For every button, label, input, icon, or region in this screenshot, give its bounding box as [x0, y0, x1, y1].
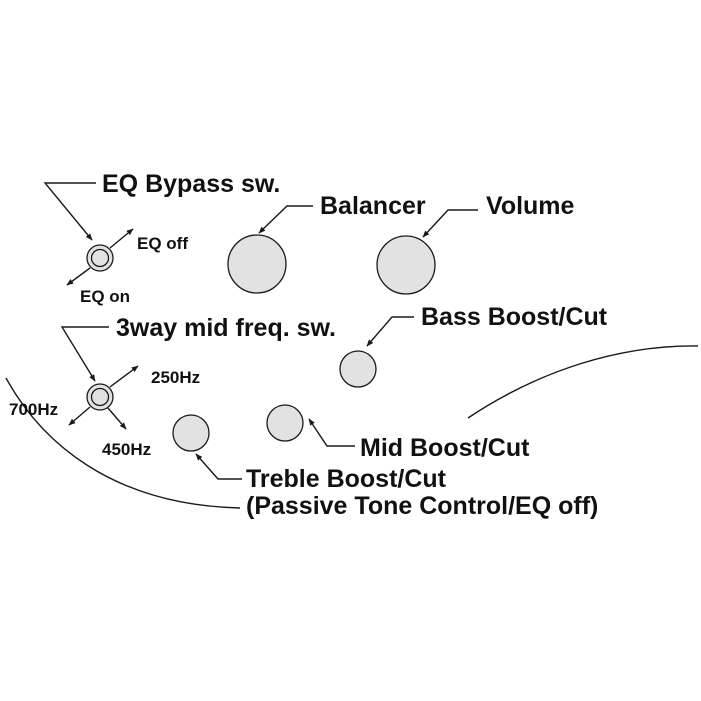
freq-250-label: 250Hz	[151, 368, 200, 387]
eq-bypass-leader	[43, 182, 96, 241]
treble-leader	[195, 453, 242, 480]
eq-bypass-switch-cap	[90, 248, 110, 268]
body-outline-upper	[467, 345, 699, 419]
bass-knob[interactable]	[339, 350, 377, 388]
balancer-leader	[258, 205, 313, 234]
eq-bypass-label: EQ Bypass sw.	[102, 170, 280, 198]
treble-knob[interactable]	[172, 414, 210, 452]
treble-label-line2: (Passive Tone Control/EQ off)	[246, 492, 598, 520]
mid-freq-switch[interactable]	[86, 383, 114, 411]
freq-450-label: 450Hz	[102, 440, 151, 459]
mid-freq-switch-label: 3way mid freq. sw.	[116, 314, 336, 342]
mid-freq-switch-cap	[90, 387, 110, 407]
mid-label: Mid Boost/Cut	[360, 434, 530, 462]
freq-250-arrow	[109, 365, 139, 388]
treble-label-line1: Treble Boost/Cut	[246, 465, 447, 493]
freq-700-label: 700Hz	[9, 400, 58, 419]
eq-on-label: EQ on	[80, 287, 130, 306]
mid-freq-switch-leader	[60, 326, 109, 382]
eq-off-arrow	[109, 228, 134, 249]
bass-label: Bass Boost/Cut	[421, 303, 608, 331]
volume-leader	[422, 209, 478, 238]
body-outline-lower	[5, 377, 241, 509]
mid-knob[interactable]	[266, 404, 304, 442]
volume-label: Volume	[486, 192, 575, 220]
eq-off-label: EQ off	[137, 234, 188, 253]
balancer-knob[interactable]	[227, 234, 287, 294]
freq-700-arrow	[68, 406, 91, 426]
freq-450-arrow	[107, 407, 127, 430]
balancer-label: Balancer	[320, 192, 426, 220]
mid-leader	[308, 418, 355, 447]
bass-leader	[366, 316, 414, 347]
eq-on-arrow	[66, 267, 91, 286]
volume-knob[interactable]	[376, 235, 436, 295]
eq-bypass-switch[interactable]	[86, 244, 114, 272]
